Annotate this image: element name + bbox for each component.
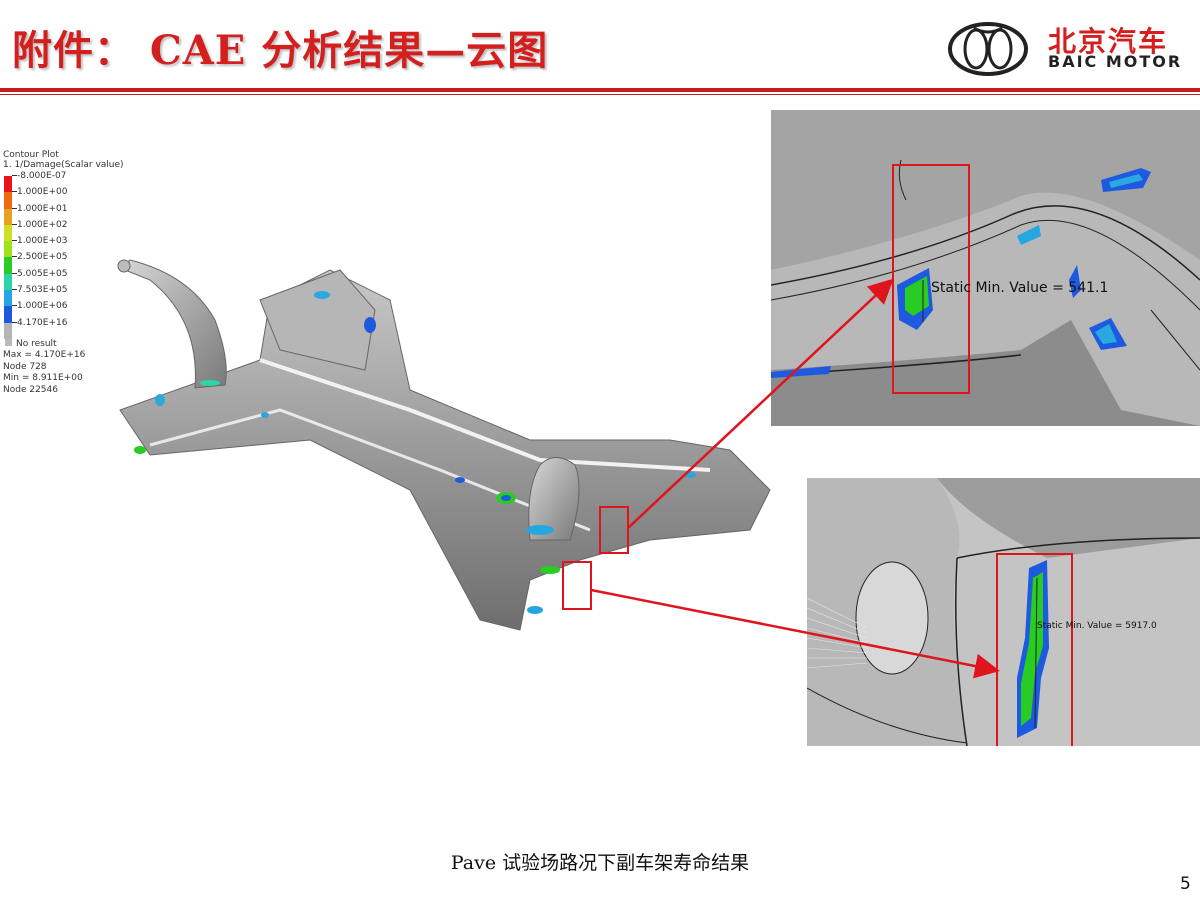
legend-tick [12, 240, 17, 242]
legend-level-label: -8.000E-07 [17, 171, 67, 181]
highlight-box-lower [562, 561, 592, 610]
subframe-contour-model [117, 259, 771, 631]
legend-title: Contour Plot [3, 150, 59, 160]
legend-subtitle: 1. 1/Damage(Scalar value) [3, 160, 124, 170]
legend-level: 1.000E+06 [3, 301, 163, 323]
legend-color-swatch [4, 241, 12, 258]
baic-emblem-icon [948, 22, 1028, 76]
legend-no-result: No result [3, 338, 163, 351]
legend-color-swatch [4, 322, 12, 339]
legend-tick [12, 175, 17, 176]
zoom-inset-lower: Static Min. Value = 5917.0 [807, 478, 1200, 746]
legend-min: Min = 8.911E+00 [3, 373, 83, 384]
legend-level: 1.000E+03 [3, 236, 163, 258]
legend-color-swatch [4, 192, 12, 209]
legend-level: 5.005E+05 [3, 269, 163, 291]
header-divider [0, 88, 1200, 92]
legend-level: 2.500E+05 [3, 252, 163, 274]
legend-tick [12, 223, 17, 225]
legend-tick [12, 289, 17, 291]
legend-color-swatch [4, 224, 12, 242]
figure-caption: Pave 试验场路况下副车架寿命结果 [450, 852, 750, 874]
legend-max: Max = 4.170E+16 [3, 350, 86, 361]
legend-level-label: 7.503E+05 [17, 285, 68, 296]
baic-logo: 北京汽车 BAIC MOTOR [948, 18, 1188, 80]
legend-level: 4.170E+16 [3, 318, 163, 339]
page-number: 5 [1180, 874, 1191, 894]
page-title: 附件： CAE 分析结果—云图 [12, 27, 549, 74]
legend-color-swatch [4, 257, 12, 274]
legend-max-node: Node 728 [3, 361, 47, 372]
legend-tick [12, 272, 17, 274]
legend-level-label: 5.005E+05 [17, 268, 68, 279]
legend-level-label: 1.000E+03 [17, 236, 68, 247]
highlight-box-upper [599, 506, 629, 554]
legend-color-swatch [4, 273, 12, 291]
inset-upper-min-value: Static Min. Value = 541.1 [931, 280, 1108, 296]
arrow-upper [627, 278, 894, 529]
zoom-inset-upper: Static Min. Value = 541.1 [771, 110, 1200, 426]
legend-level: 1.000E+01 [3, 204, 163, 225]
legend-color-swatch [4, 176, 12, 193]
legend-level-label: 1.000E+02 [17, 219, 68, 230]
legend-level: 1.000E+02 [3, 220, 163, 242]
legend-level-label: 1.000E+01 [17, 203, 68, 214]
legend-tick [12, 207, 17, 209]
legend-tick [12, 321, 17, 323]
header-divider-thin [0, 94, 1200, 95]
legend-level: -8.000E-07 [3, 171, 163, 193]
legend-level-label: 1.000E+06 [17, 301, 68, 312]
legend-color-swatch [4, 208, 12, 225]
legend-color-swatch [4, 290, 12, 307]
logo-english-text: BAIC MOTOR [1048, 52, 1183, 71]
legend-level-label: 4.170E+16 [17, 317, 68, 328]
legend-tick [12, 256, 17, 258]
inset-lower-min-value: Static Min. Value = 5917.0 [1037, 621, 1157, 631]
legend-color-swatch [4, 306, 12, 323]
legend-level-label: 1.000E+00 [17, 187, 68, 198]
contour-legend: Contour Plot 1. 1/Damage(Scalar value) -… [3, 150, 163, 396]
legend-tick [12, 305, 17, 307]
logo-chinese-text: 北京汽车 [1048, 25, 1169, 58]
legend-min-node: Node 22546 [3, 384, 58, 395]
legend-level: 1.000E+00 [3, 187, 163, 209]
legend-level: 7.503E+05 [3, 285, 163, 307]
legend-tick [12, 191, 17, 193]
arrow-lower [590, 588, 1000, 679]
legend-level-label: 2.500E+05 [17, 252, 68, 263]
